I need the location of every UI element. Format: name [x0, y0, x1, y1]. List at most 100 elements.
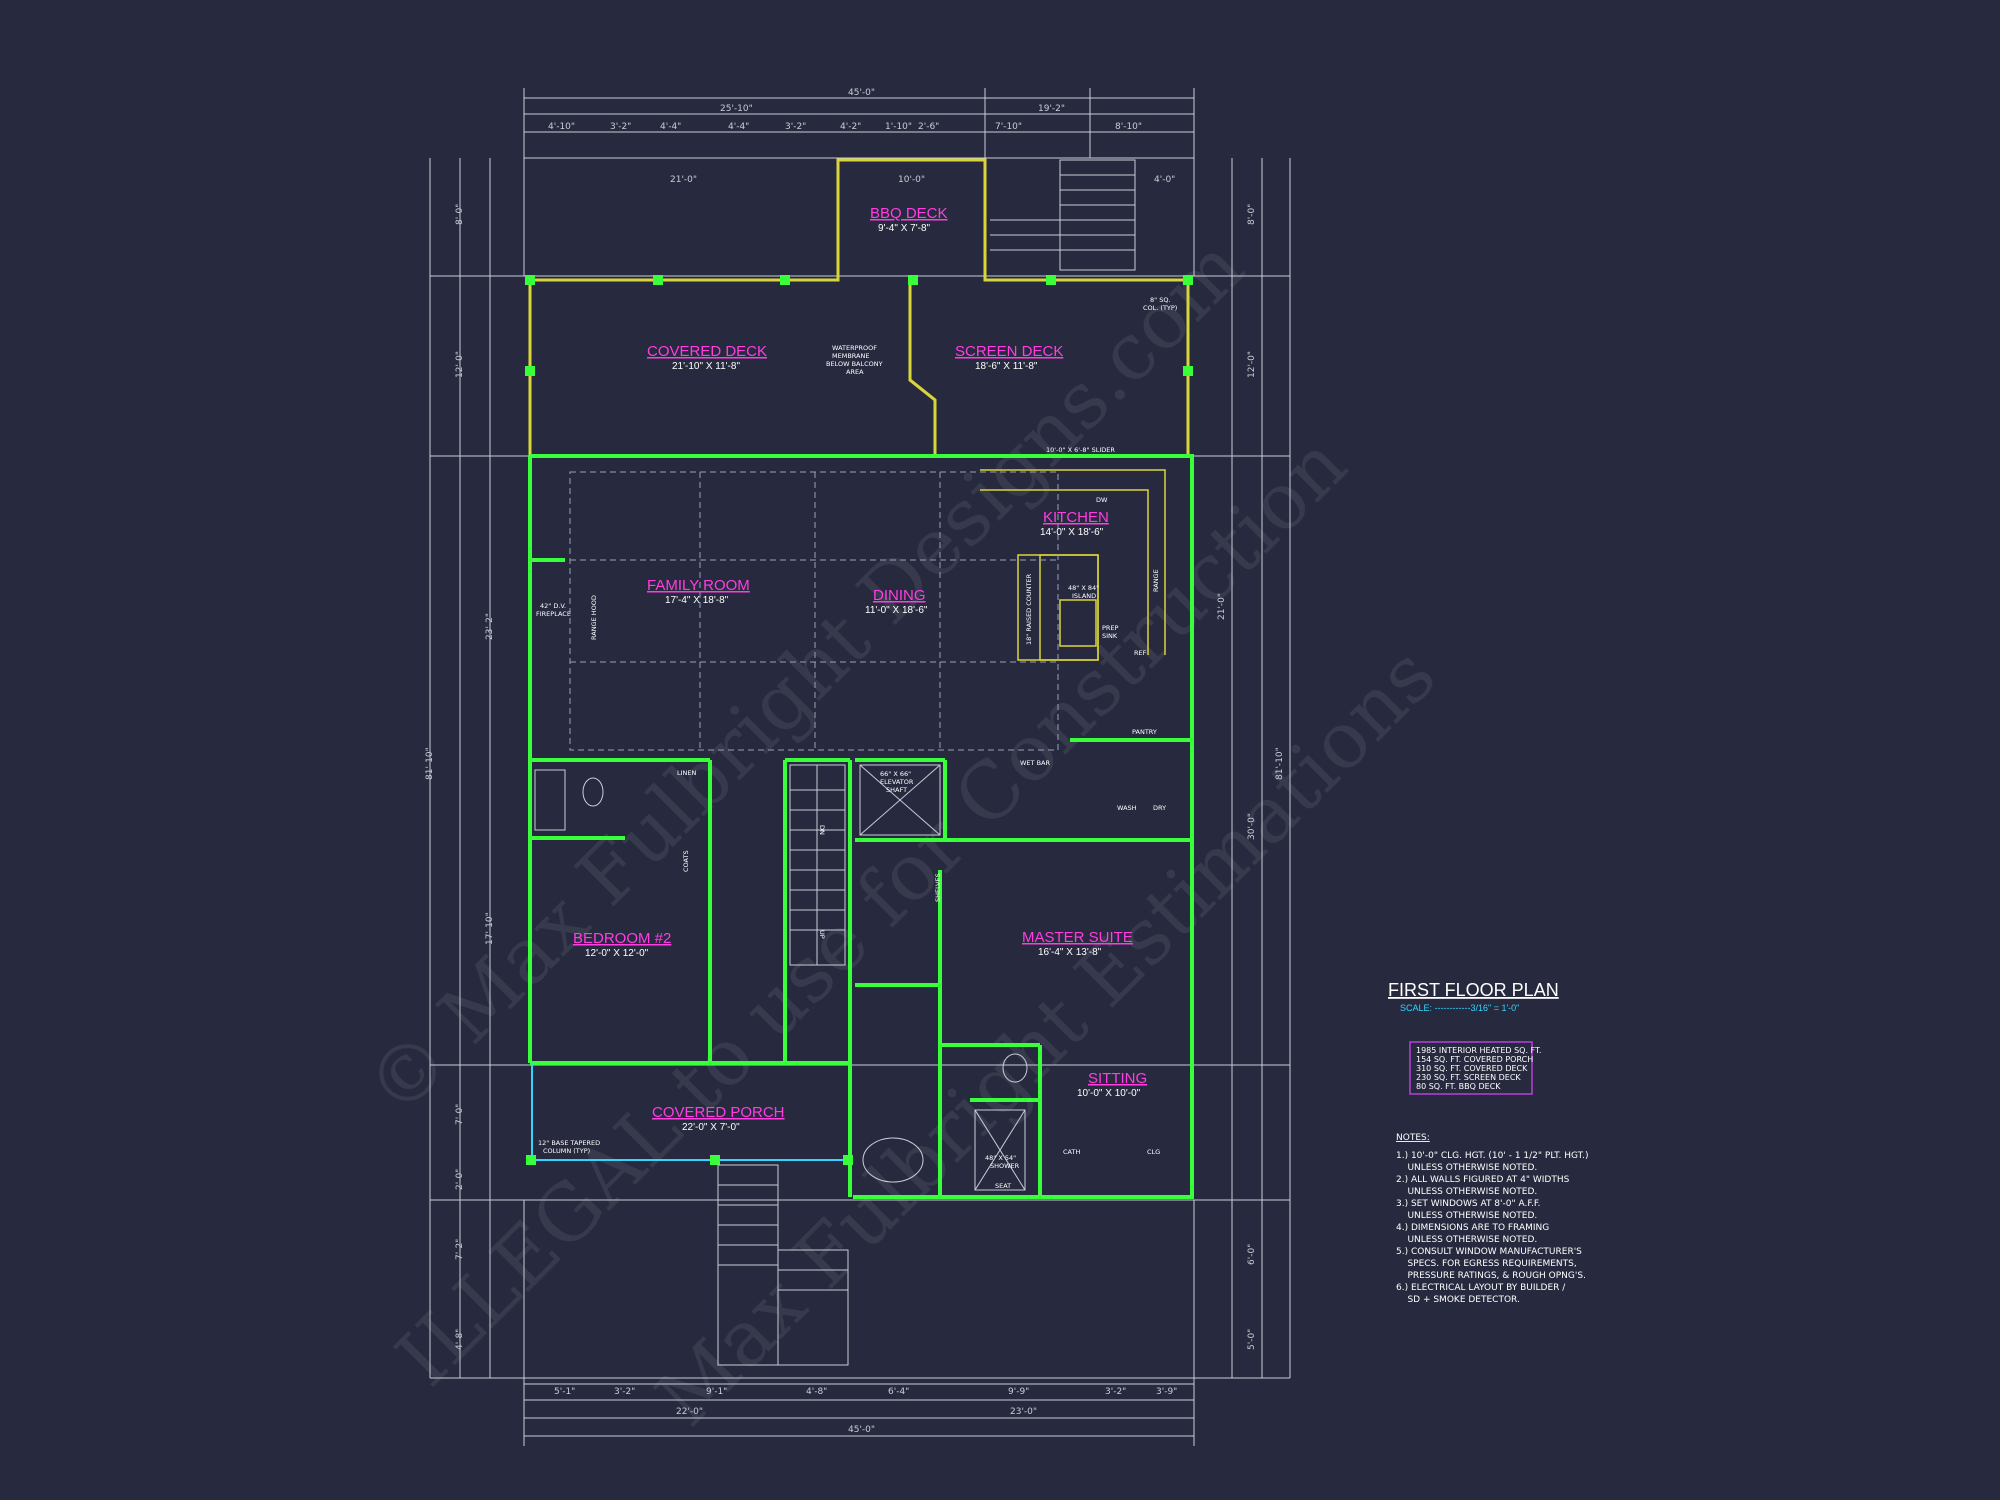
walls	[528, 454, 1194, 1199]
range-hood-label: RANGE HOOD	[590, 595, 598, 640]
note-line-4: UNLESS OTHERWISE NOTED.	[1396, 1187, 1537, 1197]
ref-label: REF	[1134, 649, 1147, 657]
note-line-5: 3.) SET WINDOWS AT 8'-0" A.F.F.	[1396, 1199, 1541, 1209]
shelves-label: SHELVES	[934, 873, 942, 902]
note-line-1: 1.) 10'-0" CLG. HGT. (10' - 1 1/2" PLT. …	[1396, 1151, 1588, 1161]
dim-top-7: 1'-10"	[885, 122, 912, 132]
annotations: WATERPROOF MEMBRANE BELOW BALCONY AREA 4…	[536, 296, 1177, 1190]
dim-right-2: 12'-0"	[1247, 351, 1257, 378]
dim-top-9: 7'-10"	[995, 122, 1022, 132]
column-note-1: 8" SQ.	[1150, 296, 1171, 304]
porch-outline	[531, 1063, 848, 1161]
dim-right-3: 21'-0"	[1217, 593, 1227, 620]
dim-bottom-right: 23'-0"	[1010, 1407, 1037, 1417]
dim-left-3: 23'-2"	[485, 613, 495, 640]
ceiling-grid	[569, 471, 1059, 751]
tapered-column-note-2: COLUMN (TYP)	[543, 1147, 590, 1155]
dim-right-6: 5'-0"	[1247, 1329, 1257, 1350]
room-name-master-suite: MASTER SUITE	[1022, 929, 1133, 946]
sqft-line-4: 230 SQ. FT. SCREEN DECK	[1416, 1073, 1521, 1082]
dim-bottom-6: 9'-9"	[1008, 1387, 1029, 1397]
waterproof-note-2: MEMBRANE	[832, 352, 869, 360]
pantry-label: PANTRY	[1132, 728, 1157, 736]
dim-right-1: 8'-0"	[1247, 204, 1257, 225]
room-name-bedroom-2: BEDROOM #2	[573, 930, 671, 947]
dim-right-total: 81'-10"	[1275, 747, 1285, 780]
dim-bottom-8: 3'-9"	[1156, 1387, 1177, 1397]
stair-top	[990, 159, 1136, 271]
note-line-11: PRESSURE RATINGS, & ROUGH OPNG'S.	[1396, 1271, 1586, 1281]
coats-label: COATS	[682, 850, 690, 872]
dim-right-5: 6'-0"	[1247, 1244, 1257, 1265]
dim-bottom-2: 3'-2"	[614, 1387, 635, 1397]
room-name-dining: DINING	[873, 587, 926, 604]
note-line-8: UNLESS OTHERWISE NOTED.	[1396, 1235, 1537, 1245]
room-size-bbq-deck: 9'-4" X 7'-8"	[878, 223, 931, 234]
watermark: © Max Fulbright Designs.com ILLEGAL to u…	[350, 222, 1453, 1443]
prep-sink-note-2: SINK	[1102, 632, 1118, 640]
room-size-sitting: 10'-0" X 10'-0"	[1077, 1088, 1141, 1099]
dim-bottom-7: 3'-2"	[1105, 1387, 1126, 1397]
dim-inner-top-1: 21'-0"	[670, 175, 697, 185]
sqft-box: 1985 INTERIOR HEATED SQ. FT. 154 SQ. FT.…	[1409, 1041, 1541, 1095]
room-size-covered-porch: 22'-0" X 7'-0"	[682, 1122, 740, 1133]
dim-bottom-3: 9'-1"	[706, 1387, 727, 1397]
dim-inner-top-3: 4'-0"	[1154, 175, 1175, 185]
clg-label: CLG	[1147, 1148, 1160, 1156]
dim-bottom-left: 22'-0"	[676, 1407, 703, 1417]
dim-inner-top-2: 10'-0"	[898, 175, 925, 185]
elevator-shaft	[859, 764, 941, 836]
dim-left-6: 2'-0"	[455, 1169, 465, 1190]
raised-counter-label: 18" RAISED COUNTER	[1025, 573, 1033, 645]
sqft-line-2: 154 SQ. FT. COVERED PORCH	[1416, 1055, 1533, 1064]
deck-columns	[525, 275, 1193, 376]
note-line-9: 5.) CONSULT WINDOW MANUFACTURER'S	[1396, 1247, 1582, 1257]
range-label: RANGE	[1152, 569, 1160, 592]
sqft-line-3: 310 SQ. FT. COVERED DECK	[1416, 1064, 1528, 1073]
room-size-family-room: 17'-4" X 18'-8"	[665, 595, 729, 606]
shower-note-2: SHOWER	[990, 1162, 1020, 1170]
elevator-note-2: ELEVATOR	[880, 778, 914, 786]
elevator-note-1: 66" X 66"	[880, 770, 911, 778]
room-size-screen-deck: 18'-6" X 11'-8"	[975, 361, 1038, 372]
island-note-2: ISLAND	[1072, 592, 1096, 600]
note-line-7: 4.) DIMENSIONS ARE TO FRAMING	[1396, 1223, 1549, 1233]
wash-label: WASH	[1117, 804, 1137, 812]
note-line-12: 6.) ELECTRICAL LAYOUT BY BUILDER /	[1396, 1283, 1566, 1293]
note-line-10: SPECS. FOR EGRESS REQUIREMENTS,	[1396, 1259, 1577, 1269]
dim-top-10: 8'-10"	[1115, 122, 1142, 132]
room-name-covered-deck: COVERED DECK	[647, 343, 767, 360]
porch-columns	[526, 1155, 853, 1165]
slider-label: 10'-0" X 6'-8" SLIDER	[1046, 446, 1115, 454]
room-name-bbq-deck: BBQ DECK	[870, 205, 948, 222]
notes-heading: NOTES:	[1396, 1133, 1430, 1143]
dim-top-4: 4'-4"	[728, 122, 749, 132]
dim-left-4: 17'-10"	[485, 912, 495, 945]
note-line-13: SD + SMOKE DETECTOR.	[1396, 1295, 1520, 1305]
kitchen-counters	[980, 469, 1166, 661]
linen-label: LINEN	[677, 769, 697, 777]
wet-bar-label: WET BAR	[1020, 759, 1050, 767]
dimension-labels: 45'-0" 25'-10" 19'-2" 4'-10" 3'-2" 4'-4"…	[425, 88, 1285, 1435]
room-size-kitchen: 14'-0" X 18'-6"	[1040, 527, 1104, 538]
dim-left-8: 4'-8"	[455, 1329, 465, 1350]
waterproof-note-4: AREA	[846, 368, 864, 376]
notes-block: NOTES: 1.) 10'-0" CLG. HGT. (10' - 1 1/2…	[1396, 1133, 1588, 1305]
dim-left-1: 8'-0"	[455, 204, 465, 225]
room-name-kitchen: KITCHEN	[1043, 509, 1109, 526]
dim-top-3: 4'-4"	[660, 122, 681, 132]
room-size-dining: 11'-0" X 18'-6"	[865, 605, 928, 616]
title-block: FIRST FLOOR PLAN SCALE: ------------3/16…	[1388, 980, 1559, 1013]
room-size-master-suite: 16'-4" X 13'-8"	[1038, 947, 1102, 958]
dim-left-total: 81'-10"	[425, 747, 435, 780]
tapered-column-note-1: 12" BASE TAPERED	[538, 1139, 600, 1147]
fireplace-note-2: FIREPLACE	[536, 610, 571, 618]
dim-top-left: 25'-10"	[720, 104, 753, 114]
dim-overall-bottom: 45'-0"	[848, 1425, 875, 1435]
stair-porch	[717, 1164, 849, 1366]
elevator-note-3: SHAFT	[886, 786, 907, 794]
dim-top-1: 4'-10"	[548, 122, 575, 132]
note-line-3: 2.) ALL WALLS FIGURED AT 4" WIDTHS	[1396, 1175, 1570, 1185]
room-size-covered-deck: 21'-10" X 11'-8"	[672, 361, 740, 372]
